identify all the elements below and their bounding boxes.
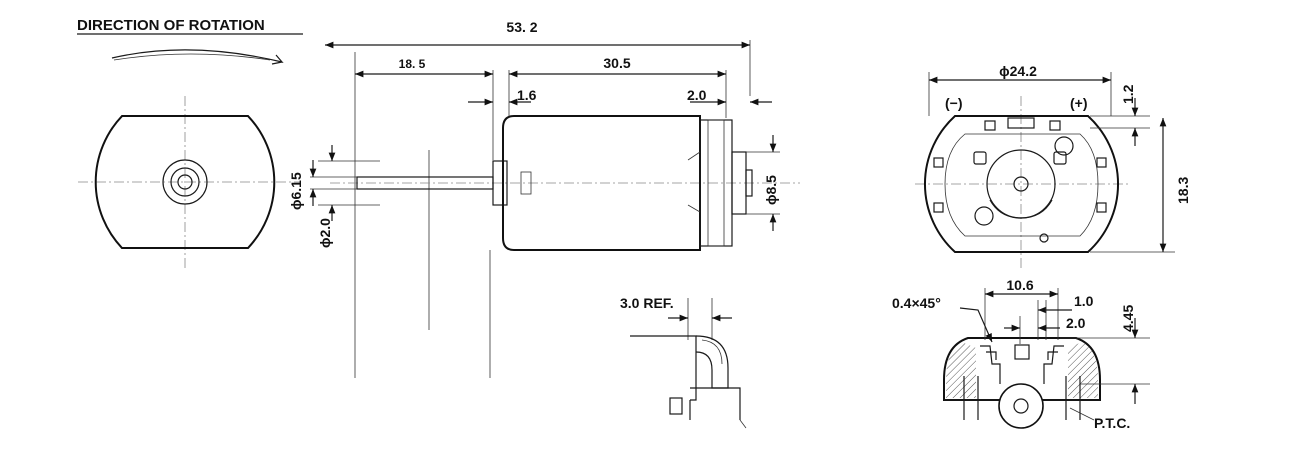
dim-terminal-offset: 1.2 xyxy=(1120,84,1136,104)
dim-body-dia: ϕ24.2 xyxy=(999,63,1037,79)
polarity-negative: (−) xyxy=(945,95,963,111)
rear-body-outline xyxy=(923,115,1120,253)
dim-terminal-width: 1.0 xyxy=(1074,293,1094,309)
front-shaft xyxy=(177,174,193,190)
motor-body xyxy=(502,115,701,251)
dim-overall: 53. 2 xyxy=(506,19,537,35)
dim-flat-height: 18.3 xyxy=(1175,177,1191,204)
front-boss xyxy=(162,159,208,205)
terminal-detail xyxy=(943,337,1101,429)
terminal-boss xyxy=(998,383,1044,429)
ptc-label: P.T.C. xyxy=(1094,415,1130,431)
dim-chamfer: 0.4×45° xyxy=(892,295,941,311)
side-view xyxy=(330,40,800,378)
terminal-positive xyxy=(1053,151,1067,165)
terminal-negative xyxy=(973,151,987,165)
dim-terminal-gap: 2.0 xyxy=(1066,315,1086,331)
dim-collar: 1.6 xyxy=(517,87,537,103)
polarity-positive: (+) xyxy=(1070,95,1088,111)
dim-body-length: 30.5 xyxy=(603,55,630,71)
dim-terminal-height: 4.45 xyxy=(1120,305,1136,332)
front-view xyxy=(78,96,300,268)
front-body-outline xyxy=(94,115,276,249)
dim-ref: 3.0 REF. xyxy=(620,295,674,311)
title: DIRECTION OF ROTATION xyxy=(77,17,265,34)
ptc-side-detail: 3.0 REF. xyxy=(620,295,747,429)
dim-terminal-pitch: 10.6 xyxy=(1006,277,1033,293)
dim-shaft-dia: ϕ2.0 xyxy=(317,218,333,248)
dim-boss-dia: ϕ8.5 xyxy=(763,175,779,205)
rotation-arrow-inner xyxy=(113,53,271,61)
rear-view xyxy=(915,96,1130,268)
dim-collar-dia: ϕ6.15 xyxy=(288,172,304,210)
shaft-collar xyxy=(492,160,508,206)
front-collar xyxy=(170,167,200,197)
dim-endcap: 2.0 xyxy=(687,87,707,103)
dim-shaft-length: 18. 5 xyxy=(399,57,426,71)
rotation-arrow xyxy=(111,49,284,65)
